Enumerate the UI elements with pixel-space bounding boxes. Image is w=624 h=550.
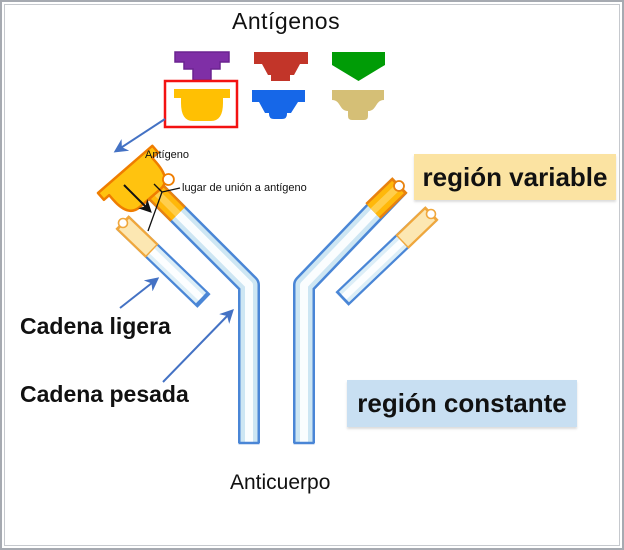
antigen-green <box>332 52 385 81</box>
antigen-label: Antígeno <box>145 149 190 161</box>
light-chain-arrow <box>119 277 160 309</box>
binding-site-label: lugar de unión a antígeno <box>182 182 307 194</box>
heavy-chain-arrow <box>162 308 234 383</box>
antigen-to-binding-site-arrow <box>123 184 152 213</box>
antigen-blue <box>252 90 305 119</box>
selection-to-antigen-arrow <box>113 118 166 153</box>
variable-region-label: región variable <box>414 154 616 200</box>
antigen-red <box>254 52 308 81</box>
light-chain-right <box>335 206 439 306</box>
diagram-title: Antígenos <box>232 8 341 34</box>
binding-notch-heavy-right <box>393 180 405 192</box>
antigen-tan <box>332 90 384 120</box>
constant-region-label: región constante <box>347 380 577 427</box>
antigen-purple <box>174 51 230 81</box>
heavy-chain-right <box>293 177 408 445</box>
bound-antigen <box>96 144 175 213</box>
selected-antigen-box <box>163 79 239 129</box>
binding-site-pointer-line-2 <box>153 183 163 193</box>
binding-notch-light-left <box>117 217 129 229</box>
antigen-epitope-notch <box>162 173 175 186</box>
antigen-yellow-selected <box>174 89 230 121</box>
light-chain-label: Cadena ligera <box>20 313 171 339</box>
binding-notch-light-right <box>425 208 437 220</box>
heavy-chain-label: Cadena pesada <box>20 381 189 407</box>
light-chain-left <box>115 215 211 308</box>
antibody-label: Anticuerpo <box>230 471 331 494</box>
